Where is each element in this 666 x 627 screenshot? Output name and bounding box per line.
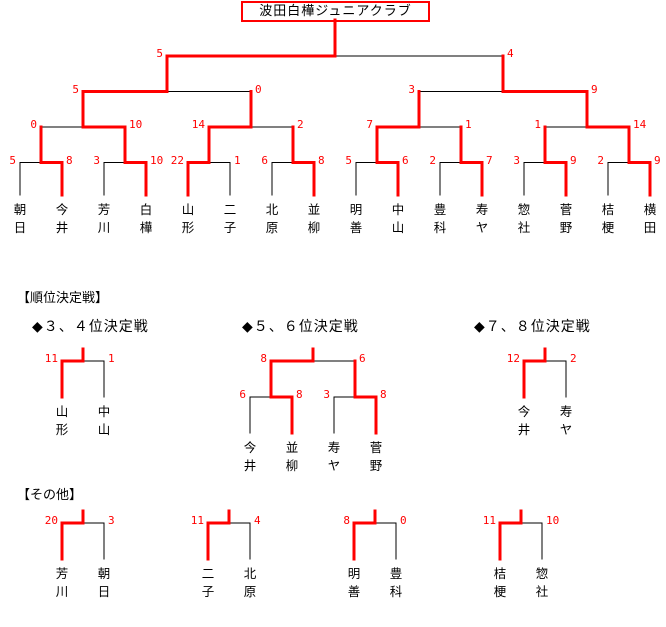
score-left: 6 [261,153,268,167]
score-right: 6 [402,153,409,167]
team-name: 菅野 [369,440,383,473]
score-left: 11 [482,514,496,527]
score-right: 8 [318,153,325,167]
team-name: 寿ヤ [559,404,573,437]
score-left: 20 [44,514,58,527]
score-right: 3 [108,514,115,527]
score-right: 1 [234,153,241,167]
team-name: 白樺 [139,202,153,235]
score-left: 5 [345,153,352,167]
score-right: 14 [633,118,647,131]
team-name: 桔梗 [601,202,615,235]
team-name: 山形 [181,202,195,235]
team-name: 今井 [55,202,69,235]
team-name: 桔梗 [493,566,507,599]
score-right: 8 [296,388,303,401]
score-left: 2 [429,153,436,167]
score-right: 2 [570,352,577,365]
placement-7-8-title: ◆７、８位決定戦 [474,319,591,335]
score-right: 1 [108,352,115,365]
placement-heading: 【順位決定戦】 [17,291,109,306]
score-left: 11 [190,514,204,527]
score-left: 14 [191,118,205,131]
score-right: 2 [297,118,304,131]
team-name: 惣社 [517,202,531,235]
score-right: 7 [486,153,493,167]
team-name: 惣社 [535,566,549,599]
team-name: 芳川 [55,566,69,599]
score-left: 3 [93,153,100,167]
score-right: 10 [150,153,164,167]
score-left: 11 [44,352,58,365]
team-name: 並柳 [285,440,299,473]
score-left: 3 [408,82,415,96]
team-name: 中山 [391,202,405,235]
score-left: 3 [513,153,520,167]
placement-5-6-title: ◆５、６位決定戦 [242,319,359,335]
score-right: 1 [465,118,472,131]
others-heading: 【その他】 [17,488,83,503]
team-name: 豊科 [389,566,403,599]
team-name: 芳川 [97,202,111,235]
champion-title-box: 波田白樺ジュニアクラブ [241,1,430,22]
score-left: 5 [9,153,16,167]
score-right: 8 [66,153,73,167]
team-name: 菅野 [559,202,573,235]
score-right: 10 [129,118,143,131]
team-name: 豊科 [433,202,447,235]
score-left: 1 [534,118,541,131]
team-name: 二子 [201,566,215,599]
score-right: 9 [654,153,661,167]
score-right: 0 [255,82,262,96]
team-name: 朝日 [13,202,27,235]
team-name: 寿ヤ [475,202,489,235]
score-right: 0 [400,514,407,527]
score-left: 7 [366,118,373,131]
score-left: 8 [260,352,267,365]
score-right: 8 [380,388,387,401]
team-name: 山形 [55,404,69,437]
team-name: 二子 [223,202,237,235]
score-left: 12 [506,352,520,365]
score-right: 6 [359,352,366,365]
team-name: 北原 [265,202,279,235]
team-name: 中山 [97,404,111,437]
score-left: 8 [343,514,350,527]
team-name: 寿ヤ [327,440,341,473]
team-name: 明善 [349,202,363,235]
team-name: 明善 [347,566,361,599]
team-name: 横田 [643,202,657,235]
score-left: 2 [597,153,604,167]
score-left: 0 [30,118,37,131]
score-left: 3 [323,388,330,401]
score-right: 4 [507,47,514,60]
score-left: 5 [156,47,163,60]
score-right: 9 [591,82,598,96]
score-right: 9 [570,153,577,167]
team-name: 並柳 [307,202,321,235]
team-name: 今井 [243,440,257,473]
score-right: 10 [546,514,560,527]
team-name: 朝日 [97,566,111,599]
score-right: 4 [254,514,261,527]
score-left: 22 [170,153,184,167]
score-left: 5 [72,82,79,96]
score-left: 6 [239,388,246,401]
team-name: 今井 [517,404,531,437]
placement-3-4-title: ◆３、４位決定戦 [32,319,149,335]
team-name: 北原 [243,566,257,599]
